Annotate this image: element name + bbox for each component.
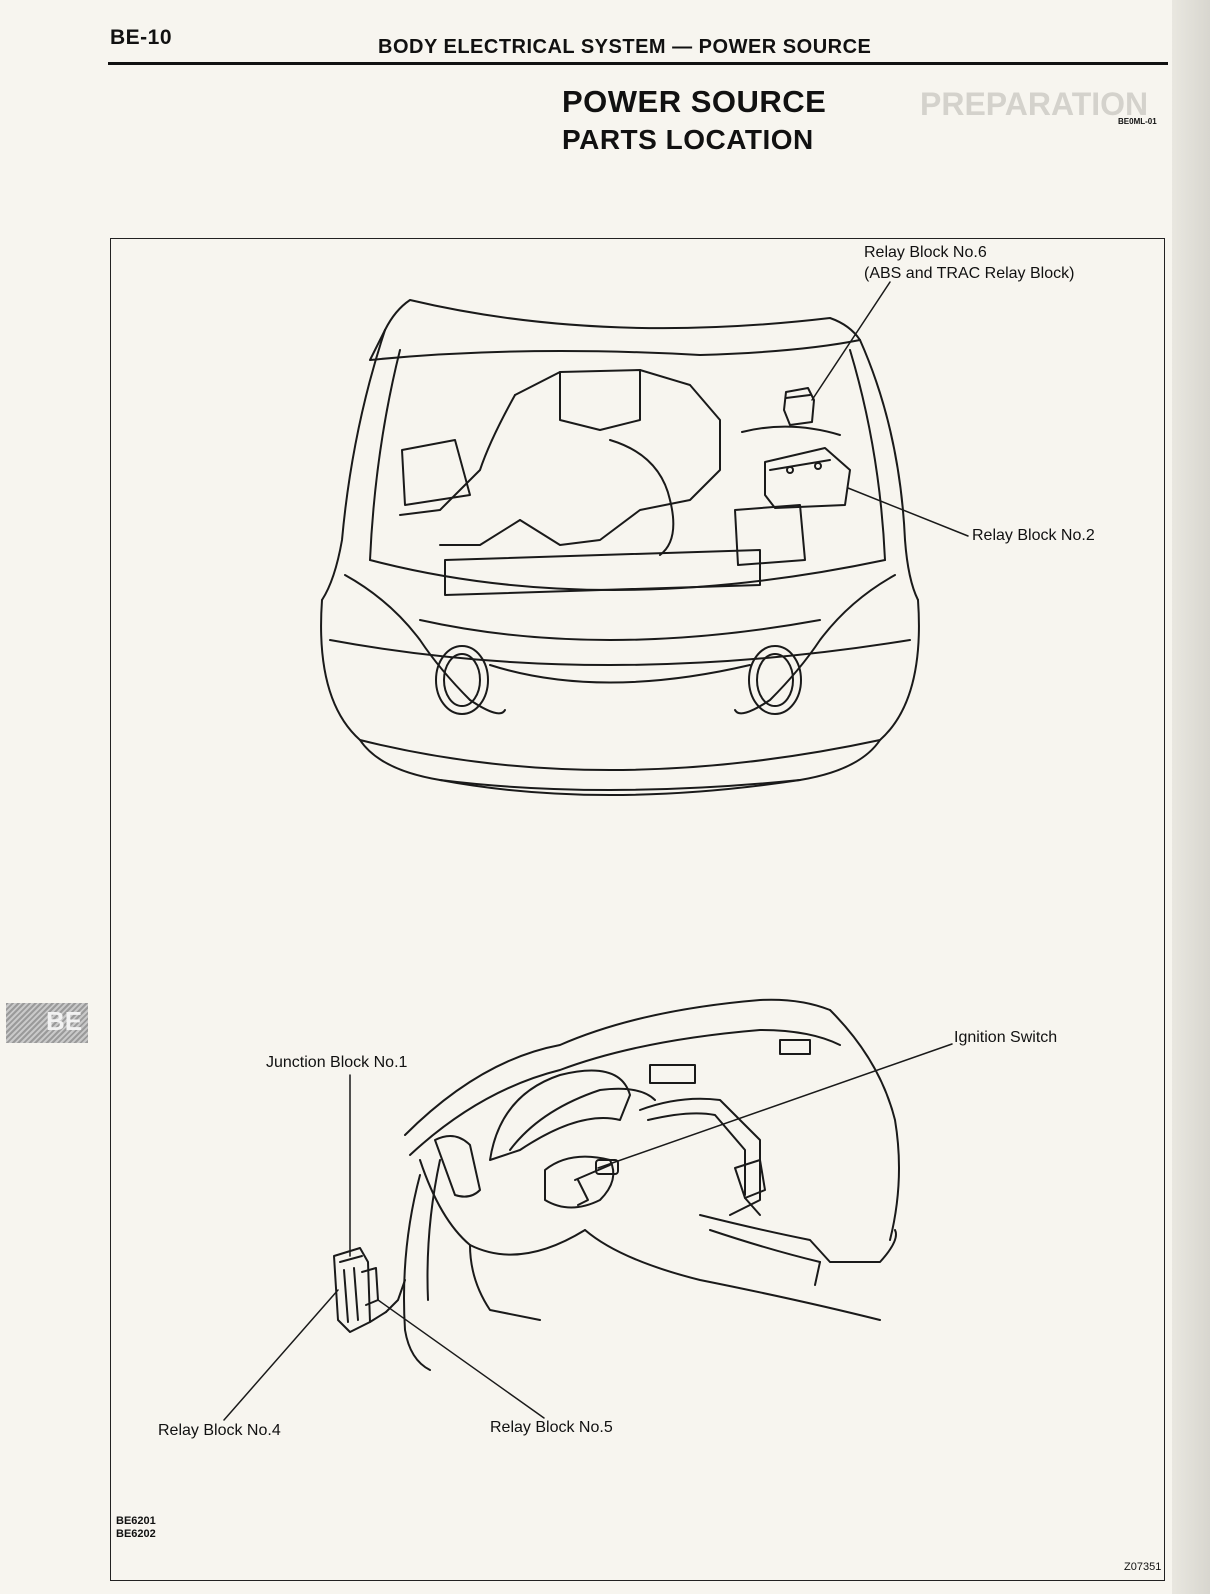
callout-relay-block-2: Relay Block No.2 [972, 527, 1095, 544]
callout-relay-block-4: Relay Block No.4 [158, 1422, 281, 1439]
figure-codes-left: BE6201 BE6202 [116, 1515, 156, 1541]
doc-code: BE0ML-01 [1118, 117, 1157, 126]
section-title: POWER SOURCE [562, 84, 827, 119]
bleed-through-text: PREPARATION [920, 86, 1149, 122]
section-tab-label: BE [46, 1006, 83, 1036]
figure-code: BE6202 [116, 1528, 156, 1540]
callout-ignition-switch: Ignition Switch [954, 1029, 1058, 1046]
section-subtitle: PARTS LOCATION [562, 124, 814, 155]
page-edge [1172, 0, 1210, 1594]
running-title: BODY ELECTRICAL SYSTEM — POWER SOURCE [378, 36, 872, 58]
figure-code-right: Z07351 [1124, 1561, 1162, 1573]
interior-dashboard-drawing [333, 998, 900, 1371]
callout-junction-block-1: Junction Block No.1 [266, 1054, 408, 1071]
callout-relay-block-6-line2: (ABS and TRAC Relay Block) [864, 265, 1075, 282]
figure-frame [110, 238, 1165, 1581]
callout-relay-block-5: Relay Block No.5 [490, 1419, 613, 1436]
section-tab [6, 1003, 88, 1043]
figure-code: BE6201 [116, 1515, 156, 1527]
engine-compartment-drawing [320, 299, 920, 796]
callout-relay-block-6: Relay Block No.6 (ABS and TRAC Relay Blo… [864, 242, 1074, 284]
callout-relay-block-6-line1: Relay Block No.6 [864, 244, 987, 261]
page-number: BE-10 [110, 26, 173, 49]
header-rule [108, 62, 1168, 65]
